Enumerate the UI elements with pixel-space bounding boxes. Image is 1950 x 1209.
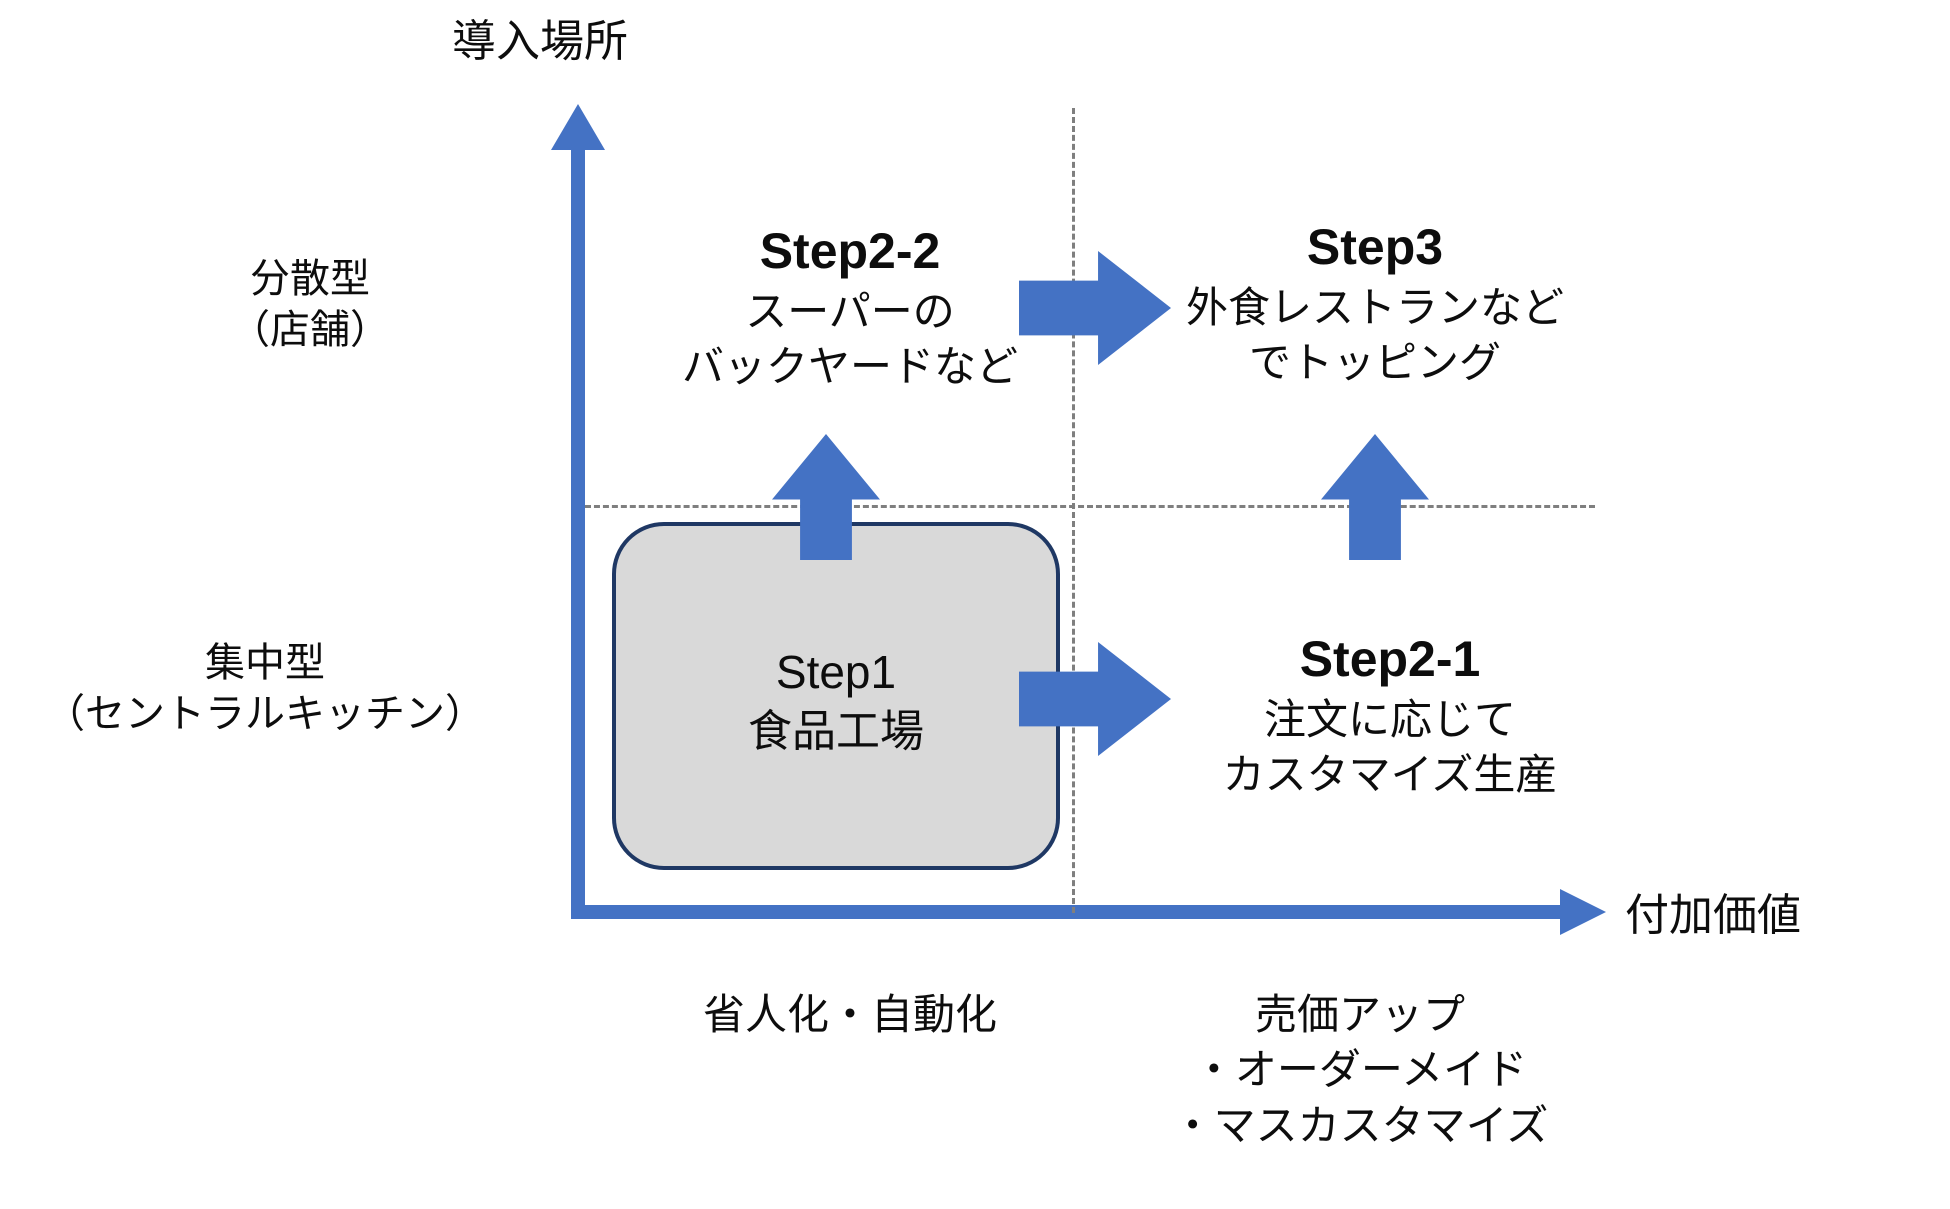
step2-2-heading: Step2-2 [759, 223, 941, 279]
step1-heading: Step1 [775, 646, 897, 698]
node-step2-1: Step2-1 注文に応じて カスタマイズ生産 [1180, 630, 1600, 802]
y-axis-title: 導入場所 [452, 17, 628, 66]
node-step3: Step3 外食レストランなど でトッピング [1155, 218, 1595, 390]
step2-1-heading: Step2-1 [1299, 631, 1481, 687]
arrow-up-step2-1-to-step3-icon [1321, 434, 1429, 560]
node-step2-2: Step2-2 スーパーの バックヤードなど [640, 222, 1060, 394]
quadrant-divider-vertical [1072, 108, 1075, 913]
step1-body: 食品工場 [748, 707, 924, 757]
annotation-bottom-right: 売価アップ ・オーダーメイド ・マスカスタマイズ [1171, 991, 1549, 1149]
quadrant-divider-horizontal [585, 505, 1595, 508]
step3-body: 外食レストランなど でトッピング [1185, 284, 1564, 386]
step2-2-body: スーパーの バックヤードなど [681, 288, 1018, 390]
x-axis-line [571, 905, 1564, 919]
step3-heading: Step3 [1306, 219, 1444, 275]
y-axis-tick-label-distributed: 分散型 （店舗） [230, 257, 390, 353]
y-axis-arrowhead-icon [551, 104, 605, 150]
annotation-bottom-left: 省人化・自動化 [702, 991, 997, 1038]
step1-box [612, 522, 1060, 870]
step2-1-body: 注文に応じて カスタマイズ生産 [1222, 696, 1558, 798]
x-axis-title: 付加価値 [1625, 891, 1801, 940]
step1-label: Step1 食品工場 [612, 645, 1060, 760]
y-axis-tick-label-centralized: 集中型 （セントラルキッチン） [45, 641, 485, 737]
x-axis-arrowhead-icon [1560, 889, 1606, 935]
y-axis-line [571, 140, 585, 918]
